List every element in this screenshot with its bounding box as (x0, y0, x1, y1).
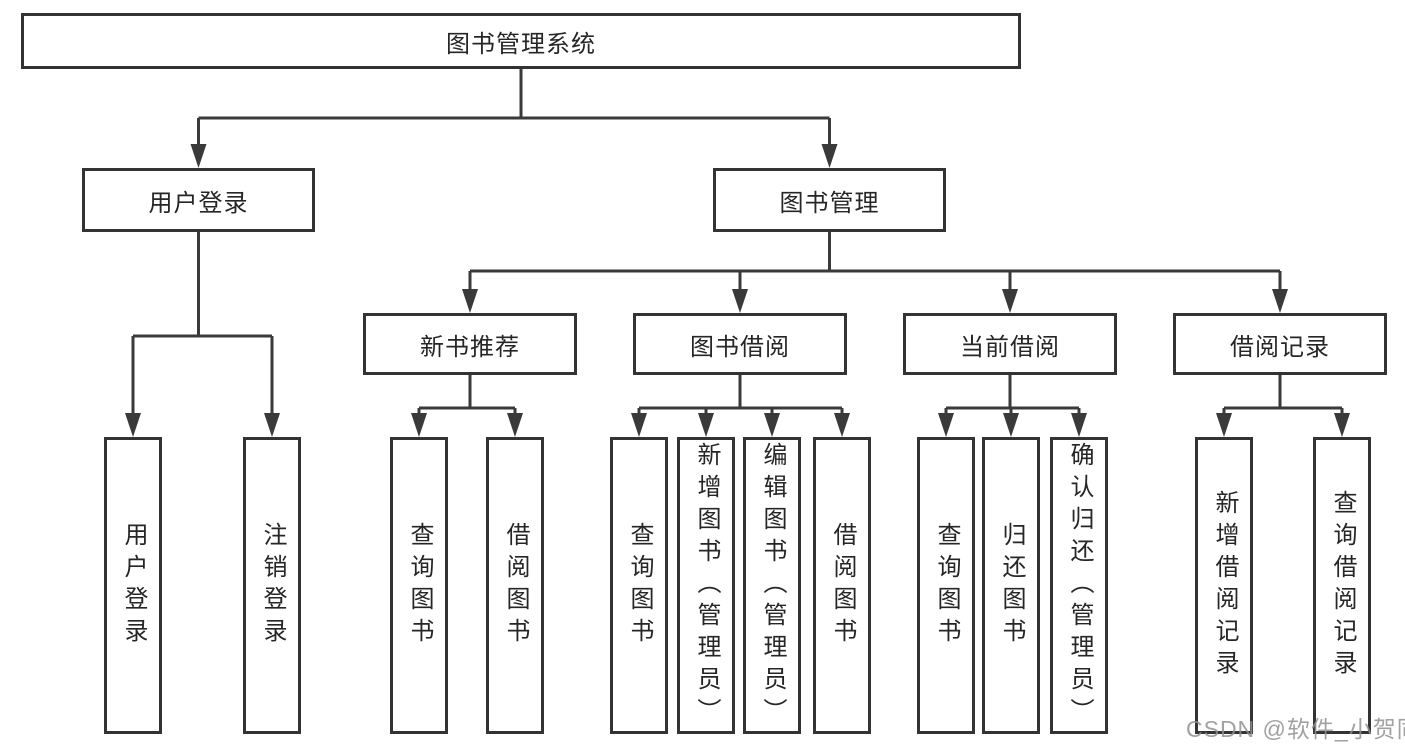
arrowhead-icon (190, 144, 207, 168)
leaf-label: 查询图书 (626, 521, 653, 650)
arrowhead-icon (821, 144, 838, 168)
arrowhead-icon (1216, 413, 1232, 437)
leaf-label: 新增借阅记录 (1211, 489, 1238, 682)
node-user-login-branch: 用户登录 (82, 168, 315, 232)
leaf-label: 新增图书（管理员） (693, 441, 720, 730)
leaf-borrow-books-recommend: 借阅图书 (486, 437, 544, 734)
arrowhead-icon (764, 413, 780, 437)
arrowhead-icon (1272, 289, 1288, 313)
leaf-label: 用户登录 (120, 521, 147, 650)
leaf-add-books-admin: 新增图书（管理员） (677, 437, 735, 734)
node-label: 图书管理系统 (446, 30, 596, 58)
arrowhead-icon (1071, 413, 1087, 437)
arrowhead-icon (411, 413, 427, 437)
leaf-query-books-current: 查询图书 (917, 437, 975, 734)
leaf-label: 借阅图书 (502, 521, 529, 650)
leaf-confirm-return-admin: 确认归还（管理员） (1050, 437, 1108, 734)
node-label: 图书管理 (779, 189, 880, 217)
node-current-borrowing: 当前借阅 (903, 313, 1117, 375)
leaf-label: 归还图书 (998, 521, 1025, 650)
node-book-borrowing: 图书借阅 (633, 313, 847, 375)
arrowhead-icon (732, 289, 748, 313)
node-book-management-branch: 图书管理 (713, 168, 946, 232)
leaf-user-login: 用户登录 (104, 437, 162, 734)
leaf-label: 借阅图书 (829, 521, 856, 650)
node-new-book-recommend: 新书推荐 (363, 313, 577, 375)
arrowhead-icon (507, 413, 523, 437)
node-borrowing-records: 借阅记录 (1173, 313, 1387, 375)
leaf-query-borrow-record: 查询借阅记录 (1313, 437, 1371, 734)
arrowhead-icon (264, 413, 280, 437)
leaf-edit-books-admin: 编辑图书（管理员） (743, 437, 801, 734)
arrowhead-icon (1002, 289, 1018, 313)
arrowhead-icon (462, 289, 478, 313)
node-book-management-system: 图书管理系统 (21, 13, 1021, 69)
node-label: 借阅记录 (1230, 333, 1330, 361)
leaf-label: 编辑图书（管理员） (759, 441, 786, 730)
arrowhead-icon (698, 413, 714, 437)
node-label: 用户登录 (148, 189, 249, 217)
arrowhead-icon (125, 413, 141, 437)
arrowhead-icon (834, 413, 850, 437)
leaf-query-books-recommend: 查询图书 (390, 437, 448, 734)
leaf-label: 查询图书 (406, 521, 433, 650)
node-label: 图书借阅 (690, 333, 790, 361)
leaf-logout: 注销登录 (243, 437, 301, 734)
leaf-borrow-books: 借阅图书 (813, 437, 871, 734)
leaf-label: 查询图书 (933, 521, 960, 650)
leaf-label: 确认归还（管理员） (1066, 441, 1093, 730)
watermark-text: CSDN @软件_小贺同学 (1186, 716, 1405, 742)
leaf-label: 查询借阅记录 (1329, 489, 1356, 682)
arrowhead-icon (938, 413, 954, 437)
arrowhead-icon (1003, 413, 1019, 437)
leaf-label: 注销登录 (259, 521, 286, 650)
node-label: 当前借阅 (960, 333, 1060, 361)
leaf-add-borrow-record: 新增借阅记录 (1195, 437, 1253, 734)
leaf-return-books: 归还图书 (982, 437, 1040, 734)
node-label: 新书推荐 (420, 333, 520, 361)
arrowhead-icon (1334, 413, 1350, 437)
arrowhead-icon (631, 413, 647, 437)
leaf-query-books-borrowing: 查询图书 (610, 437, 668, 734)
